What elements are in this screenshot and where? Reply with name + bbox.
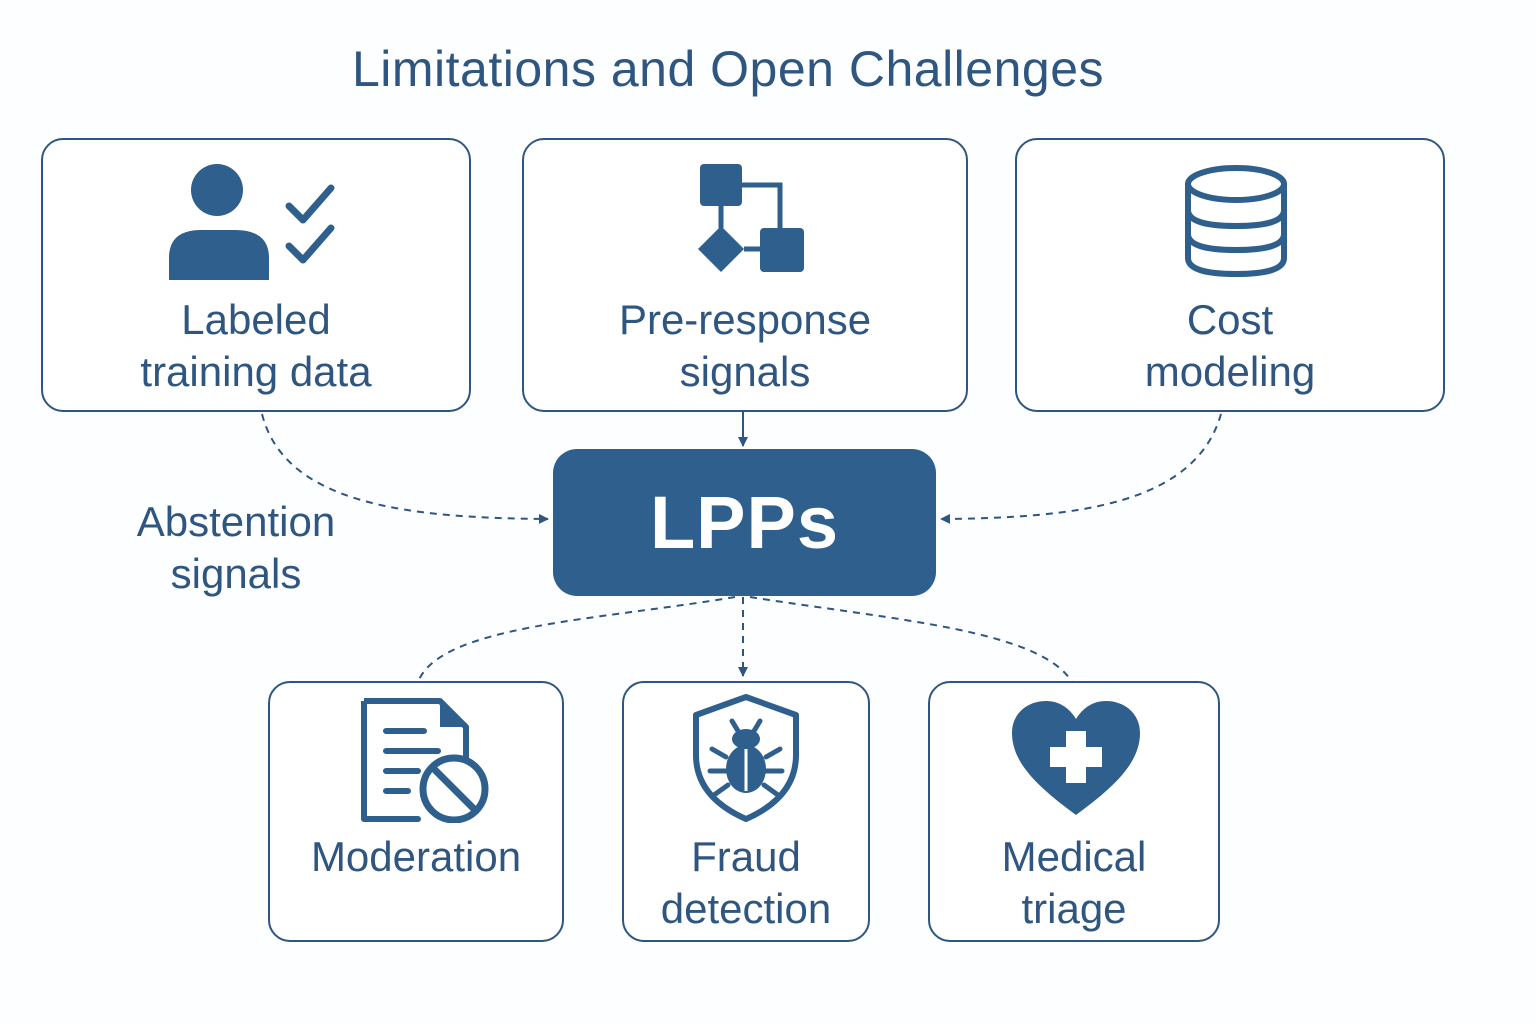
connector-hub-to-medical bbox=[749, 596, 1073, 683]
node-labeled-training-data: Labeled training data bbox=[41, 138, 471, 412]
lpps-hub-node: LPPs bbox=[553, 449, 936, 596]
shield-bug-icon bbox=[693, 694, 799, 822]
document-blocked-icon bbox=[361, 698, 489, 823]
diagram-title: Limitations and Open Challenges bbox=[351, 41, 1105, 97]
abstention-signals-label: Abstention signals bbox=[136, 498, 336, 597]
heart-medical-cross-icon bbox=[1012, 701, 1140, 815]
database-icon bbox=[1185, 165, 1287, 278]
flowchart-icon bbox=[698, 164, 804, 272]
node-moderation: Moderation bbox=[268, 681, 564, 942]
node-fraud-detection: Fraud detection bbox=[622, 681, 870, 942]
node-pre-response-signals: Pre-response signals bbox=[522, 138, 968, 412]
node-cost-modeling: Cost modeling bbox=[1015, 138, 1445, 412]
user-checklist-icon bbox=[169, 164, 335, 280]
connector-cost-to-hub bbox=[940, 413, 1222, 524]
node-label: Labeled training data bbox=[140, 296, 372, 395]
node-label: Fraud detection bbox=[660, 833, 832, 932]
hub-label: LPPs bbox=[649, 481, 840, 564]
node-label: Moderation bbox=[310, 833, 522, 880]
node-medical-triage: Medical triage bbox=[928, 681, 1220, 942]
node-label: Pre-response signals bbox=[618, 296, 872, 395]
node-label: Cost modeling bbox=[1144, 296, 1316, 395]
connector-hub-to-moderation bbox=[417, 596, 736, 683]
node-label: Medical triage bbox=[1001, 833, 1147, 932]
